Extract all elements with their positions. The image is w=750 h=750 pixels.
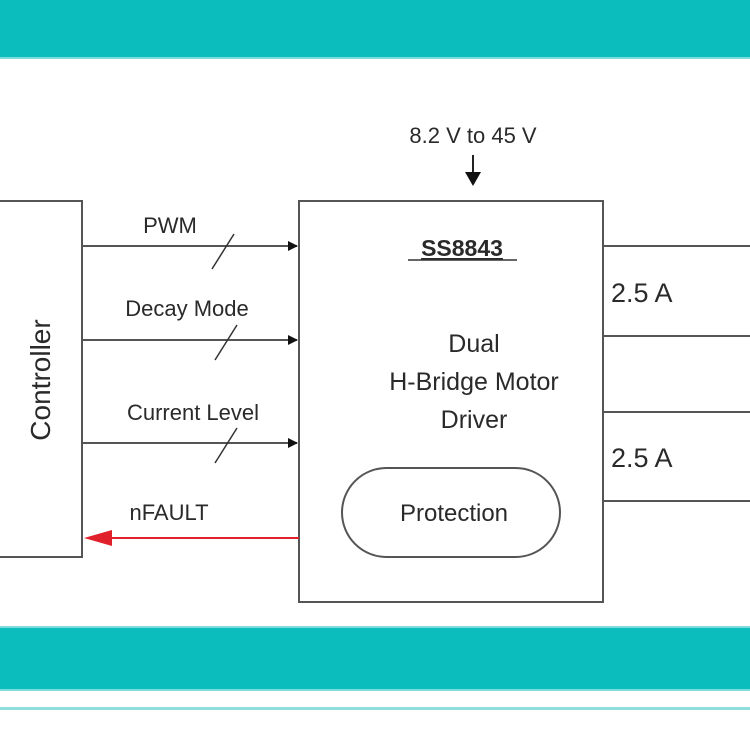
header-bar bbox=[0, 0, 750, 59]
fault-arrow-icon bbox=[84, 530, 112, 546]
supply-voltage-label: 8.2 V to 45 V bbox=[409, 123, 537, 148]
bus-slash-icon bbox=[211, 233, 235, 270]
driver-desc-line-1: Dual bbox=[448, 330, 499, 358]
driver-desc-line-2: H-Bridge Motor bbox=[389, 368, 559, 396]
output-channel-b: 2.5 A bbox=[603, 411, 750, 502]
driver-block bbox=[298, 200, 604, 603]
output-channel-a: 2.5 A bbox=[603, 245, 750, 337]
signal-pwm: PWM bbox=[82, 213, 298, 270]
supply-arrow-icon bbox=[465, 155, 481, 186]
signal-nfault: nFAULT bbox=[84, 500, 299, 546]
driver-desc-line-3: Driver bbox=[441, 406, 508, 434]
signal-label: nFAULT bbox=[129, 500, 208, 525]
driver-part-number: SS8843 bbox=[421, 235, 503, 261]
protection-label: Protection bbox=[400, 500, 508, 527]
bus-slash-icon bbox=[214, 427, 238, 464]
output-current-label: 2.5 A bbox=[611, 443, 673, 473]
controller-label: Controller bbox=[25, 319, 56, 440]
signal-label: Decay Mode bbox=[125, 296, 249, 321]
footer-divider bbox=[0, 707, 750, 710]
signal-decay-mode: Decay Mode bbox=[82, 296, 298, 361]
output-current-label: 2.5 A bbox=[611, 278, 673, 308]
controller-block bbox=[0, 200, 83, 558]
bus-slash-icon bbox=[214, 324, 238, 361]
footer-bar bbox=[0, 626, 750, 691]
signal-current-level: Current Level bbox=[82, 400, 298, 464]
signal-label: Current Level bbox=[127, 400, 259, 425]
protection-block bbox=[341, 467, 561, 558]
signal-label: PWM bbox=[143, 213, 197, 238]
